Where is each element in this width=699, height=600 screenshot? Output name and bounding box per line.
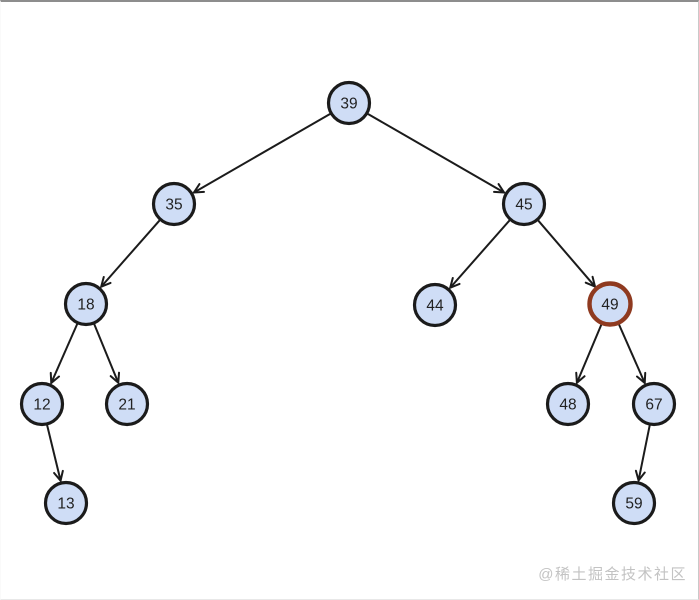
tree-node-18: 18 [63,281,109,327]
node-circle [545,381,591,427]
node-value-label: 39 [340,96,357,113]
tree-edge-18-12 [51,323,79,383]
node-circle [326,80,372,126]
tree-node-59: 59 [611,480,657,526]
node-circle [501,181,547,227]
tree-edge-35-18 [101,219,161,286]
node-circle [151,181,197,227]
node-value-label: 67 [645,397,662,414]
tree-edge-45-44 [450,219,511,287]
tree-node-67: 67 [631,381,677,427]
tree-edge-39-45 [367,112,504,193]
node-circle [104,381,150,427]
tree-node-35: 35 [151,181,197,227]
tree-edge-67-59 [639,425,651,480]
node-value-label: 44 [426,298,444,315]
node-value-label: 13 [57,496,74,513]
node-circle [19,381,65,427]
tree-node-39: 39 [326,80,372,126]
tree-node-21: 21 [104,381,150,427]
node-value-label: 12 [33,397,50,414]
node-circle [587,281,633,327]
node-circle [631,381,677,427]
tree-edge-18-21 [93,323,118,383]
tree-node-44: 44 [412,282,458,328]
node-value-label: 45 [515,197,532,214]
node-value-label: 49 [601,297,618,314]
watermark: @稀土掘金技术社区 [538,566,687,583]
node-value-label: 35 [165,197,182,214]
tree-edge-39-35 [194,112,331,193]
tree-node-45: 45 [501,181,547,227]
tree-node-13: 13 [43,480,89,526]
node-value-label: 48 [559,397,576,414]
node-circle [412,282,458,328]
tree-node-49-highlighted: 49 [587,281,633,327]
tree-edge-49-48 [577,323,603,383]
node-circle [611,480,657,526]
node-value-label: 21 [118,397,135,414]
tree-edge-12-13 [46,424,60,481]
node-value-label: 59 [625,496,642,513]
tree-edge-45-49 [537,219,595,286]
tree-node-48: 48 [545,381,591,427]
tree-edge-49-67 [617,323,645,383]
node-circle [63,281,109,327]
node-circle [43,480,89,526]
tree-node-12: 12 [19,381,65,427]
node-value-label: 18 [77,297,94,314]
